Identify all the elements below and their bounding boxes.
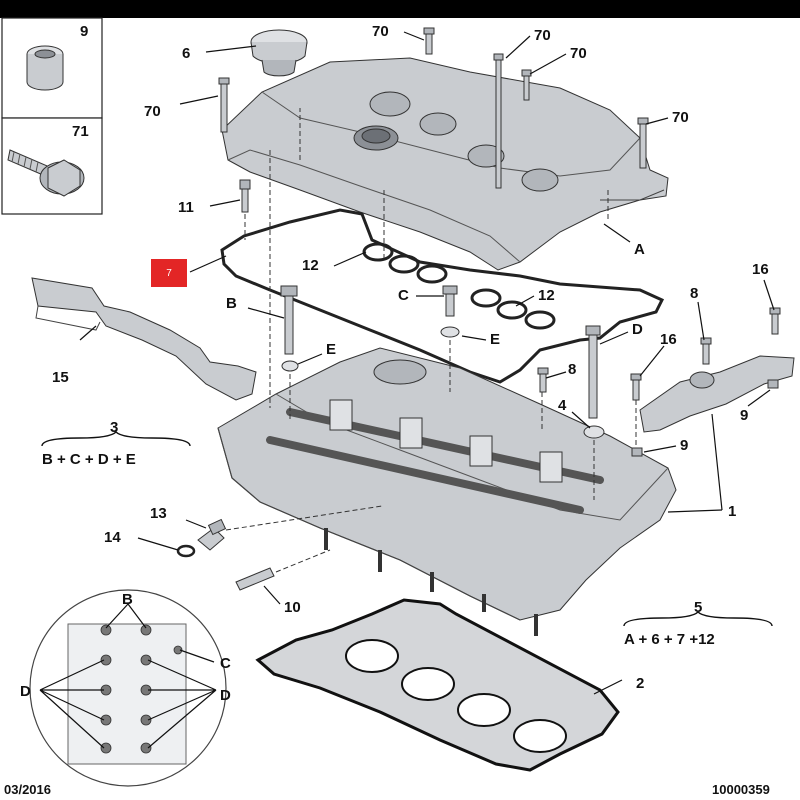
callout-16-b: 16 bbox=[660, 331, 677, 348]
flange-bolt-icon bbox=[7, 149, 85, 197]
callout-4: 4 bbox=[558, 397, 567, 414]
footer-date: 03/2016 bbox=[4, 782, 51, 797]
callout-2: 2 bbox=[636, 675, 644, 692]
callout-5: 5 bbox=[694, 599, 702, 616]
callout-70-b: 70 bbox=[534, 27, 551, 44]
callout-71-box: 71 bbox=[72, 123, 89, 140]
callout-labels: 6 70 70 70 70 70 11 A 12 C 12 E B E 15 D… bbox=[52, 23, 769, 692]
callout-b: B bbox=[226, 295, 237, 312]
callout-1: 1 bbox=[728, 503, 736, 520]
bushing-9-right bbox=[767, 379, 779, 389]
leader-lines bbox=[79, 31, 775, 695]
valve-cover bbox=[221, 57, 669, 271]
callout-14: 14 bbox=[104, 529, 121, 546]
washer-4 bbox=[583, 425, 605, 439]
inset-callout-d-left: D bbox=[20, 683, 31, 700]
bolt-16-right bbox=[769, 307, 781, 335]
callout-70-e: 70 bbox=[672, 109, 689, 126]
bolt-c bbox=[442, 285, 458, 317]
callout-12-a: 12 bbox=[302, 257, 319, 274]
callout-12-b: 12 bbox=[538, 287, 555, 304]
callout-13: 13 bbox=[150, 505, 167, 522]
callout-e-left: E bbox=[326, 341, 336, 358]
bolt-8-left bbox=[537, 367, 549, 393]
sensor-13 bbox=[197, 518, 227, 551]
bolt-pattern-inset: B C D D bbox=[20, 589, 231, 787]
cam-cap-right bbox=[639, 355, 795, 433]
callout-16-a: 16 bbox=[752, 261, 769, 278]
oil-filler-cap bbox=[250, 29, 308, 77]
callout-c-top: C bbox=[398, 287, 409, 304]
head-gasket bbox=[255, 598, 620, 772]
inset-callout-d-right: D bbox=[220, 687, 231, 704]
callout-8-b: 8 bbox=[568, 361, 576, 378]
bolt-d bbox=[585, 325, 601, 419]
inset-box-71: 71 bbox=[1, 117, 103, 215]
callout-d-top: D bbox=[632, 321, 643, 338]
callout-70-c: 70 bbox=[570, 45, 587, 62]
cylinder-head bbox=[217, 347, 677, 636]
callout-9-right: 9 bbox=[740, 407, 748, 424]
highlighted-callout-7[interactable]: 7 bbox=[151, 259, 187, 287]
callout-a: A bbox=[634, 241, 645, 258]
callout-6: 6 bbox=[182, 45, 190, 62]
top-bar bbox=[0, 0, 800, 18]
callout-3: 3 bbox=[110, 419, 118, 436]
washer-e-left bbox=[281, 360, 299, 372]
callout-9-lower: 9 bbox=[680, 437, 688, 454]
equation-3: B + C + D + E bbox=[41, 431, 191, 468]
inset-box-9: 9 bbox=[1, 17, 103, 119]
callout-70-d: 70 bbox=[144, 103, 161, 120]
callout-15: 15 bbox=[52, 369, 69, 386]
o-rings-lower bbox=[470, 288, 556, 330]
bolt-b bbox=[280, 285, 298, 355]
bushing-9-lower bbox=[631, 447, 643, 457]
equation-5: A + 6 + 7 +12 bbox=[623, 611, 773, 648]
inset-callout-b: B bbox=[122, 591, 133, 608]
seal-14 bbox=[176, 544, 196, 558]
valve-cover-gasket bbox=[220, 208, 665, 384]
heat-shield bbox=[31, 277, 257, 401]
footer-ref: 10000359 bbox=[712, 782, 770, 797]
bolts-70 bbox=[218, 27, 649, 189]
callout-70-a: 70 bbox=[372, 23, 389, 40]
guide-lines bbox=[225, 108, 637, 573]
inset-callout-c: C bbox=[220, 655, 231, 672]
bolt-16-left bbox=[630, 373, 642, 401]
equation-5-text: A + 6 + 7 +12 bbox=[624, 631, 715, 648]
washer-e-right bbox=[440, 326, 460, 338]
dowel-10 bbox=[235, 567, 275, 591]
o-rings-upper bbox=[362, 242, 448, 284]
callout-10: 10 bbox=[284, 599, 301, 616]
bolt-8-right bbox=[700, 337, 712, 365]
bolt-11 bbox=[239, 179, 251, 213]
callout-8-a: 8 bbox=[690, 285, 698, 302]
bushing-icon bbox=[26, 45, 64, 91]
equation-3-text: B + C + D + E bbox=[42, 451, 136, 468]
callout-11: 11 bbox=[178, 199, 194, 216]
callout-9-box: 9 bbox=[80, 23, 88, 40]
callout-e-right: E bbox=[490, 331, 500, 348]
